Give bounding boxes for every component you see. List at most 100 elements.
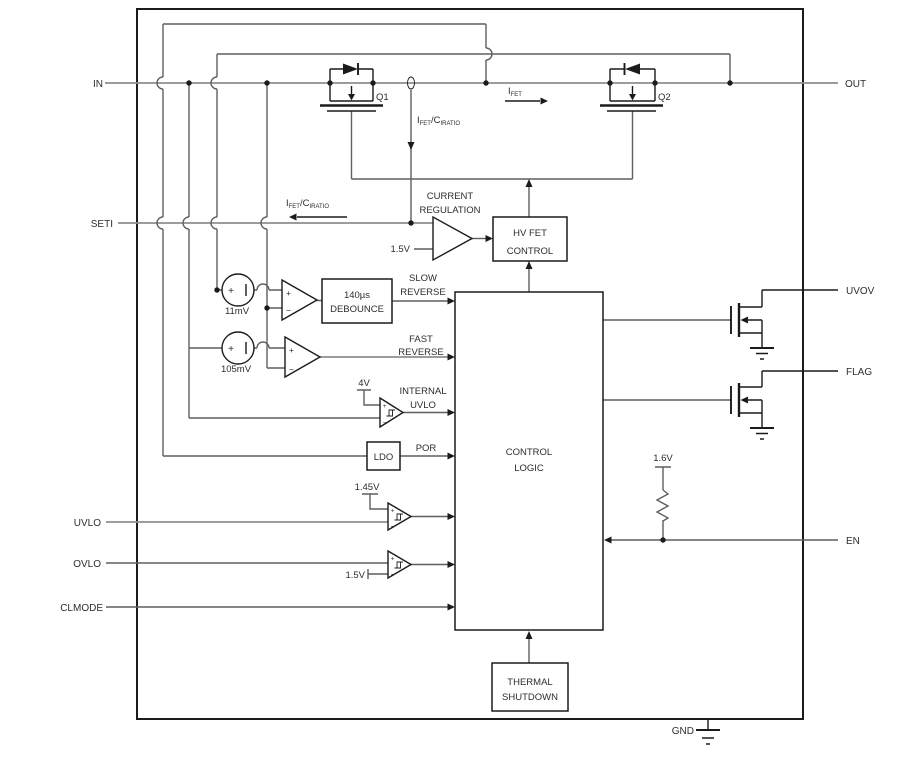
uvov-output-fet [730, 289, 838, 360]
pin-out: OUT [845, 79, 866, 90]
internal-uvlo-ref-label: 4V [358, 378, 370, 389]
slow-offset-label: 11mV [225, 306, 250, 317]
ground-icon [750, 347, 774, 360]
hop [182, 216, 190, 230]
ldo-label: LDO [374, 452, 394, 463]
ground-icon [750, 427, 774, 440]
ifet-ciratio-label: IFET/CIRATIO [286, 198, 329, 210]
arrowheads [289, 97, 612, 639]
internal-uvlo-ref-wire [357, 389, 380, 406]
fast-offset-label: 105mV [221, 364, 252, 375]
slow-reverse-comparator: + − [281, 278, 319, 322]
hv-fet-control-label: CONTROL [507, 246, 553, 257]
fast-reverse-label: REVERSE [398, 347, 443, 358]
q1-label: Q1 [376, 92, 389, 103]
hop [256, 283, 270, 291]
fet-arrow [740, 396, 748, 404]
current-regulation-amp [432, 215, 474, 262]
thermal-shutdown-block: THERMAL SHUTDOWN [491, 662, 569, 712]
en-pullup-label: 1.6V [653, 453, 673, 464]
pin-ovlo: OVLO [73, 559, 101, 570]
q1-body-diode [343, 63, 358, 75]
thermal-shutdown-label: SHUTDOWN [502, 692, 558, 703]
minus-sign: − [286, 306, 291, 316]
plus-sign: + [228, 286, 234, 297]
pin-uvlo: UVLO [74, 518, 101, 529]
minus-sign: − [383, 420, 387, 427]
hysteresis-icon [394, 513, 403, 521]
pin-gnd: GND [672, 726, 694, 737]
internal-uvlo-label: INTERNAL [400, 386, 447, 397]
hysteresis-icon [394, 561, 403, 569]
uvlo-ref-label: 1.45V [355, 482, 380, 493]
ovlo-ref-wire [367, 569, 388, 579]
control-logic-block: CONTROL LOGIC [454, 291, 604, 631]
minus-sign: − [289, 365, 294, 375]
ovlo-ref-label: 1.5V [345, 570, 365, 581]
debounce-block: 140µs DEBOUNCE [321, 278, 393, 324]
rail-a [162, 23, 487, 457]
uvlo-ref-wire [362, 493, 388, 510]
in-minus-column [266, 83, 285, 369]
por-label: POR [416, 443, 437, 454]
slow-offset-source: + [221, 273, 255, 307]
hop [210, 76, 218, 90]
ovlo-comparator: + − [387, 549, 413, 580]
fast-reverse-comparator: + − [284, 335, 322, 379]
ifet-ciratio-label: IFET/CIRATIO [417, 115, 460, 127]
uvlo-comparator: + − [387, 501, 413, 532]
hysteresis-icon [386, 409, 395, 417]
plus-sign: + [391, 508, 395, 515]
in-sense-column [188, 83, 380, 419]
pin-in: IN [93, 79, 103, 90]
rail-b [216, 53, 731, 290]
thermal-shutdown-label: THERMAL [507, 677, 552, 688]
fet-arrow [740, 316, 748, 324]
minus-sign: − [391, 524, 395, 531]
q2-body-arrow [629, 94, 636, 101]
hv-fet-control-block: HV FET CONTROL [492, 216, 568, 262]
en-pullup-wire [655, 466, 671, 540]
slow-reverse-label: REVERSE [400, 287, 445, 298]
pin-flag: FLAG [846, 367, 872, 378]
pin-en: EN [846, 536, 860, 547]
debounce-label: 140µs [344, 290, 370, 301]
hop [156, 76, 164, 90]
fast-offset-source: + [221, 331, 255, 365]
pin-clmode: CLMODE [60, 603, 103, 614]
en-pullup-resistor [655, 489, 670, 522]
slow-reverse-wire [317, 299, 448, 302]
wiring [105, 23, 838, 663]
plus-sign: + [289, 345, 294, 355]
control-logic-label: LOGIC [514, 463, 544, 474]
ic-boundary [136, 8, 804, 720]
fast-reverse-label: FAST [409, 334, 433, 345]
gnd-ground-icon [696, 719, 720, 745]
debounce-label: DEBOUNCE [330, 304, 384, 315]
current-regulation-label: CURRENT [427, 191, 474, 202]
flag-output-fet [730, 370, 838, 440]
q2-body-diode [625, 63, 640, 75]
plus-sign: + [383, 403, 387, 410]
control-logic-label: CONTROL [506, 447, 552, 458]
pin-seti: SETI [91, 219, 113, 230]
q2-fet [600, 63, 663, 112]
gate-rail [350, 111, 634, 217]
slow-reverse-label: SLOW [409, 273, 437, 284]
plus-sign: + [391, 556, 395, 563]
hop [156, 216, 164, 230]
hop [256, 341, 270, 349]
junction-dots [186, 80, 733, 543]
internal-uvlo-comparator: + − [379, 396, 405, 429]
crossover-bubble [407, 76, 415, 90]
hop [210, 216, 218, 230]
minus-sign: − [391, 572, 395, 579]
current-regulation-label: REGULATION [419, 205, 480, 216]
ifet-current-label: IFET [508, 86, 522, 98]
ldo-block: LDO [366, 441, 401, 471]
plus-sign: + [228, 344, 234, 355]
q2-label: Q2 [658, 92, 671, 103]
hv-fet-control-label: HV FET [513, 228, 547, 239]
